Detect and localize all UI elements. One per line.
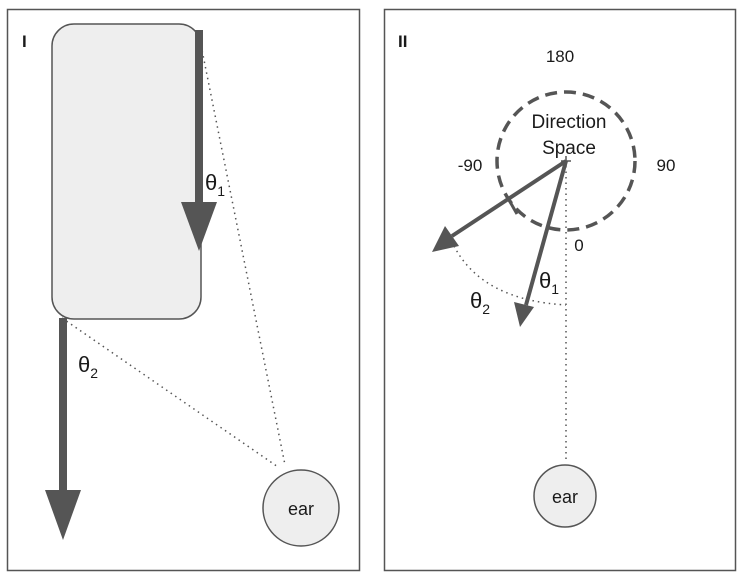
direction-space-circle bbox=[495, 90, 637, 232]
arrow-theta-2-direction bbox=[432, 159, 568, 252]
panel-1: I θ1 θ2 ear bbox=[6, 8, 361, 572]
direction-space-label-line-2: Space bbox=[542, 138, 596, 159]
ear-label-2: ear bbox=[552, 487, 578, 507]
ear-label-1: ear bbox=[288, 499, 314, 519]
theta-2-label: θ2 bbox=[78, 352, 98, 381]
theta-2-direction-label: θ2 bbox=[470, 288, 490, 317]
panel-2-label: II bbox=[398, 32, 407, 51]
source-box bbox=[51, 23, 202, 320]
angle-label-0: 0 bbox=[574, 236, 583, 255]
arrow-theta-2 bbox=[45, 318, 81, 540]
ear-circle-2 bbox=[533, 464, 597, 528]
angle-label-180: 180 bbox=[546, 47, 574, 66]
angle-label-minus-90: -90 bbox=[458, 156, 483, 175]
theta-1-direction-label: θ1 bbox=[539, 268, 559, 297]
arrow-crossing-tick bbox=[507, 199, 519, 215]
arrow-theta-1-direction bbox=[514, 160, 568, 327]
arrow-theta-1 bbox=[181, 30, 217, 251]
panel-2: II Direction Space 180 -90 90 0 bbox=[383, 8, 737, 572]
direction-space-label-line-1: Direction bbox=[532, 112, 607, 133]
ear-circle-1 bbox=[262, 469, 340, 547]
panel-1-label: I bbox=[22, 32, 27, 51]
theta-1-label: θ1 bbox=[205, 170, 225, 199]
dotted-line-theta-1 bbox=[199, 39, 286, 466]
angle-label-90: 90 bbox=[657, 156, 676, 175]
